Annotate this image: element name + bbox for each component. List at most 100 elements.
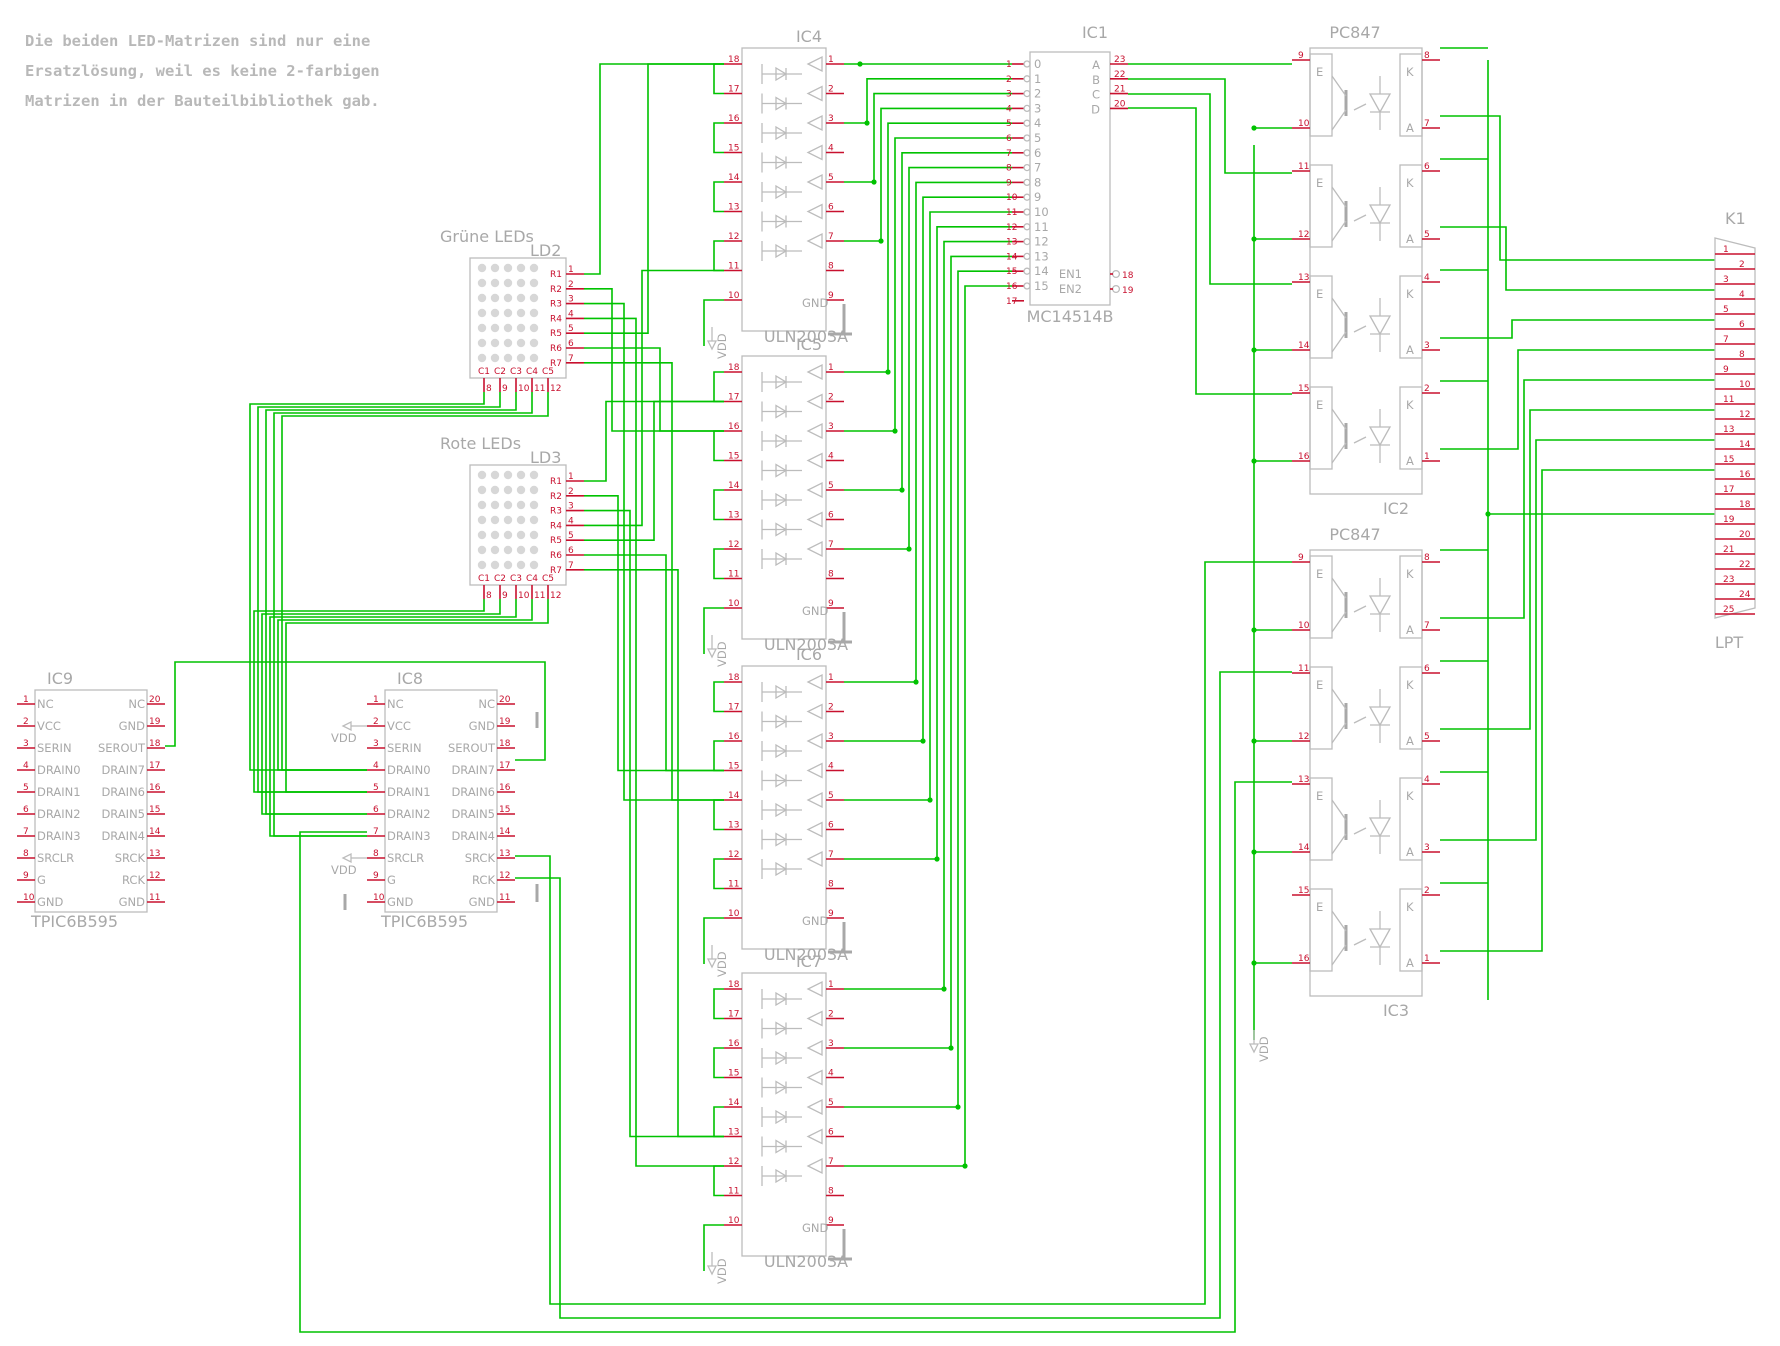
led-dot [490,530,500,540]
led-dot [529,293,539,303]
opto-pin-num: 16 [1298,954,1310,964]
uln-pin-num: 8 [828,1187,834,1197]
driver-buffer [806,422,823,440]
uln-pin-num: 17 [728,703,739,713]
opto-pin-num: 4 [1424,273,1430,283]
vdd-arrow [1248,1043,1260,1054]
uln-pin-num: 11 [728,570,739,580]
tpic-pin-label: DRAIN1 [37,785,81,799]
uln-pin-num: 8 [828,262,834,272]
matrix-pin-num: 2 [568,487,574,497]
opto-a-label: A [1406,734,1414,748]
matrix-pin-num: 6 [568,546,574,556]
led-dot [529,560,539,570]
driver-buffer [806,791,823,809]
note-line-2: Ersatzlösung, weil es keine 2-farbigen [25,62,380,80]
connector-name: K1 [1725,209,1746,228]
opto-pin-num: 1 [1424,954,1430,964]
led-dot [490,308,500,318]
diode-symbol [775,1021,788,1036]
junction-dot [1485,511,1491,517]
uln-outline [741,47,827,332]
junction-dot [913,679,919,685]
junction-dot [1251,236,1257,242]
uln-name: IC5 [796,335,822,354]
tpic-pin-label: DRAIN2 [387,807,431,821]
driver-buffer [806,144,823,161]
tpic-value: TPIC6B595 [380,912,468,931]
opto-channel-right [1399,666,1423,750]
matrix-col-label: C2 [494,367,506,377]
decoder-pin-num: 5 [1006,119,1012,129]
connector-pin-num: 15 [1723,455,1734,465]
tpic-pin-num: 6 [23,805,29,815]
tpic-pin-label: GND [469,719,496,733]
opto-pin-num: 5 [1424,230,1430,240]
opto-channel-left [1309,53,1333,137]
tpic-pin-num: 18 [149,739,161,749]
uln-pin-num: 7 [828,1157,834,1167]
vdd-symbol: VDD [706,1252,729,1284]
diode-symbol [775,714,788,729]
tpic-pin-num: 7 [23,827,29,837]
diode-symbol [775,66,788,82]
decoder-out-label: 5 [1034,131,1041,145]
uln-pin-num: 16 [728,1039,740,1049]
connector-value: LPT [1715,633,1744,652]
design-note: Die beiden LED-Matrizen sind nur eine Er… [25,26,380,116]
connector-pin-num: 23 [1723,575,1734,585]
matrix-row-label: R6 [550,344,562,354]
tpic-pin-label: DRAIN3 [37,829,81,843]
net-wire [713,371,724,403]
tpic-pin-num: 5 [373,783,379,793]
opto-pin-num: 14 [1298,843,1310,853]
net-wire [1128,93,1292,285]
junction-dot [920,738,926,744]
vdd-symbol: VDD [706,327,729,359]
junction-dot [934,856,940,862]
tpic-pin-label: DRAIN4 [101,829,145,843]
tpic-pin-label: DRAIN7 [101,763,145,777]
lpt-connector-k1: K1LPT12345678910111213141516171819202122… [1714,209,1756,652]
led-symbol [1368,928,1392,949]
decoder-in-label: B [1092,73,1100,87]
opto-e-label: E [1316,65,1323,79]
junction-dot [1251,347,1257,353]
driver-buffer [806,850,823,868]
opto-channel-right [1399,777,1423,861]
led-dot [503,353,513,363]
net-wire [584,317,724,1167]
vdd-label: VDD [331,863,357,877]
tpic-pin-num: 7 [373,827,379,837]
opto-channel-left [1309,666,1333,750]
decoder-en-label: EN1 [1059,267,1082,281]
tpic-pin-num: 17 [149,761,160,771]
led-symbol [1368,204,1392,225]
led-dot [490,560,500,570]
tpic-pin-label: NC [128,697,145,711]
matrix-pin-num: 12 [550,384,561,394]
opto-channel-left [1309,555,1333,639]
uln-pin-num: 3 [828,114,834,124]
led-symbol [1368,595,1392,616]
junction-dot [878,238,884,244]
opto-pin-num: 15 [1298,384,1309,394]
tpic-pin-num: 1 [23,695,29,705]
vdd-label: VDD [331,731,357,745]
connector-pin-num: 20 [1739,530,1751,540]
led-dot [477,560,487,570]
net-wire [844,196,1012,742]
tpic-pin-num: 13 [499,849,510,859]
uln-pin-num: 2 [828,703,834,713]
net-wire [713,681,724,713]
uln-pin-num: 7 [828,232,834,242]
connector-pin-num: 10 [1739,380,1751,390]
led-dot [477,323,487,333]
connector-pin-num: 16 [1739,470,1751,480]
matrix-col-label: C3 [510,574,522,584]
net-wire [844,226,1012,860]
